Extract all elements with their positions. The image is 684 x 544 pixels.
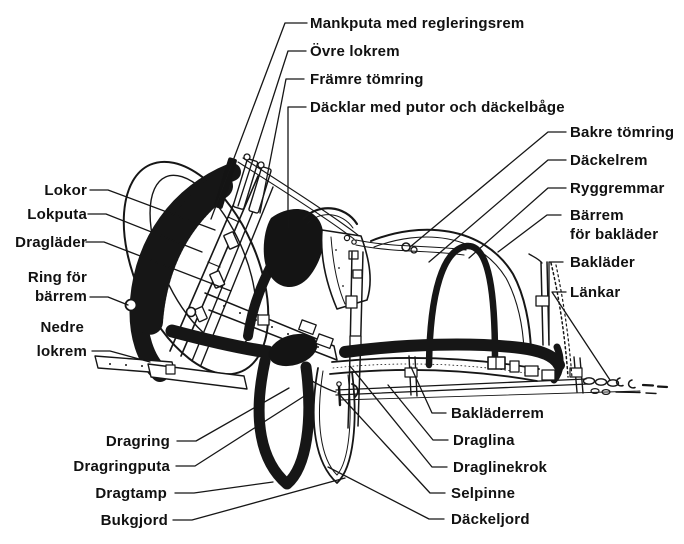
leader-dacklar <box>287 106 307 229</box>
leader-draglinekrok <box>349 365 448 468</box>
leader-lines <box>85 22 611 521</box>
label-ring-for-line1: Ring för <box>28 269 87 286</box>
leader-lokputa <box>87 213 203 253</box>
draglina-line <box>335 378 589 396</box>
leader-bukgjord <box>172 477 346 521</box>
harness-illustration <box>94 153 669 490</box>
label-bukgjord: Bukgjord <box>101 512 168 529</box>
leader-lokor <box>89 189 216 231</box>
leader-nedre-lokrem <box>91 350 151 363</box>
label-ring-for-line2: bärrem <box>35 288 87 305</box>
label-mankputa: Mankputa med regleringsrem <box>310 15 524 32</box>
label-lokputa: Lokputa <box>27 206 87 223</box>
label-framre-tomring: Främre tömring <box>310 71 424 88</box>
label-lokor: Lokor <box>44 182 87 199</box>
leader-dragtamp <box>174 481 274 494</box>
leader-ovre-lokrem <box>237 50 307 207</box>
barrem-ring <box>124 298 138 312</box>
leader-mankputa <box>210 22 308 220</box>
leader-draglina <box>387 384 449 441</box>
label-draglina: Draglina <box>453 432 515 449</box>
leader-bakre-tomring <box>409 131 567 248</box>
leader-bakladerrem <box>410 366 447 414</box>
label-bakre-tomring: Bakre tömring <box>570 124 674 141</box>
label-draglinekrok: Draglinekrok <box>453 459 548 476</box>
leader-dragringputa <box>175 394 307 467</box>
label-selpinne: Selpinne <box>451 485 515 502</box>
trace-group <box>237 157 669 401</box>
leader-dragring <box>176 387 290 442</box>
leader-lankar <box>551 291 611 381</box>
label-bakladerrem: Bakläderrem <box>451 405 544 422</box>
label-baklader: Bakläder <box>570 254 635 271</box>
label-dacklar: Däcklar med putor och däckelbåge <box>310 99 565 116</box>
label-dragring: Dragring <box>106 433 170 450</box>
leader-dackelrem <box>428 159 567 263</box>
leader-framre-tomring <box>259 78 305 214</box>
label-lankar: Länkar <box>570 284 620 301</box>
label-dackeljord: Däckeljord <box>451 511 530 528</box>
label-barrem-line2: för bakläder <box>570 226 658 243</box>
label-draglader: Dragläder <box>15 234 87 251</box>
leader-draglader <box>85 241 232 292</box>
leader-dackeljord <box>327 466 445 520</box>
label-dragringputa: Dragringputa <box>73 458 170 475</box>
baklader-band <box>339 338 565 371</box>
label-dackelrem: Däckelrem <box>570 152 648 169</box>
leader-ryggremmar <box>468 187 567 259</box>
label-dragtamp: Dragtamp <box>95 485 167 502</box>
collar-group <box>94 153 338 390</box>
dragringputa-pad <box>268 333 318 367</box>
label-nedre-lokrem-line2: lokrem <box>37 343 87 360</box>
breeching-group <box>329 228 584 397</box>
labels: Mankputa med regleringsrem Övre lokrem F… <box>15 15 674 529</box>
saddle-group <box>165 207 371 490</box>
label-ovre-lokrem: Övre lokrem <box>310 43 400 60</box>
label-barrem-line1: Bärrem <box>570 207 624 224</box>
leader-barrem <box>497 214 562 253</box>
leader-ring-for-barrem <box>89 296 129 306</box>
label-nedre-lokrem-line1: Nedre <box>40 319 84 336</box>
label-ryggremmar: Ryggremmar <box>570 180 665 197</box>
lankar-chain <box>582 377 669 396</box>
dragring-loop <box>253 355 315 490</box>
leader-baklader <box>548 261 564 341</box>
leader-selpinne <box>337 392 446 494</box>
bakre-tomring-ring <box>401 242 411 252</box>
